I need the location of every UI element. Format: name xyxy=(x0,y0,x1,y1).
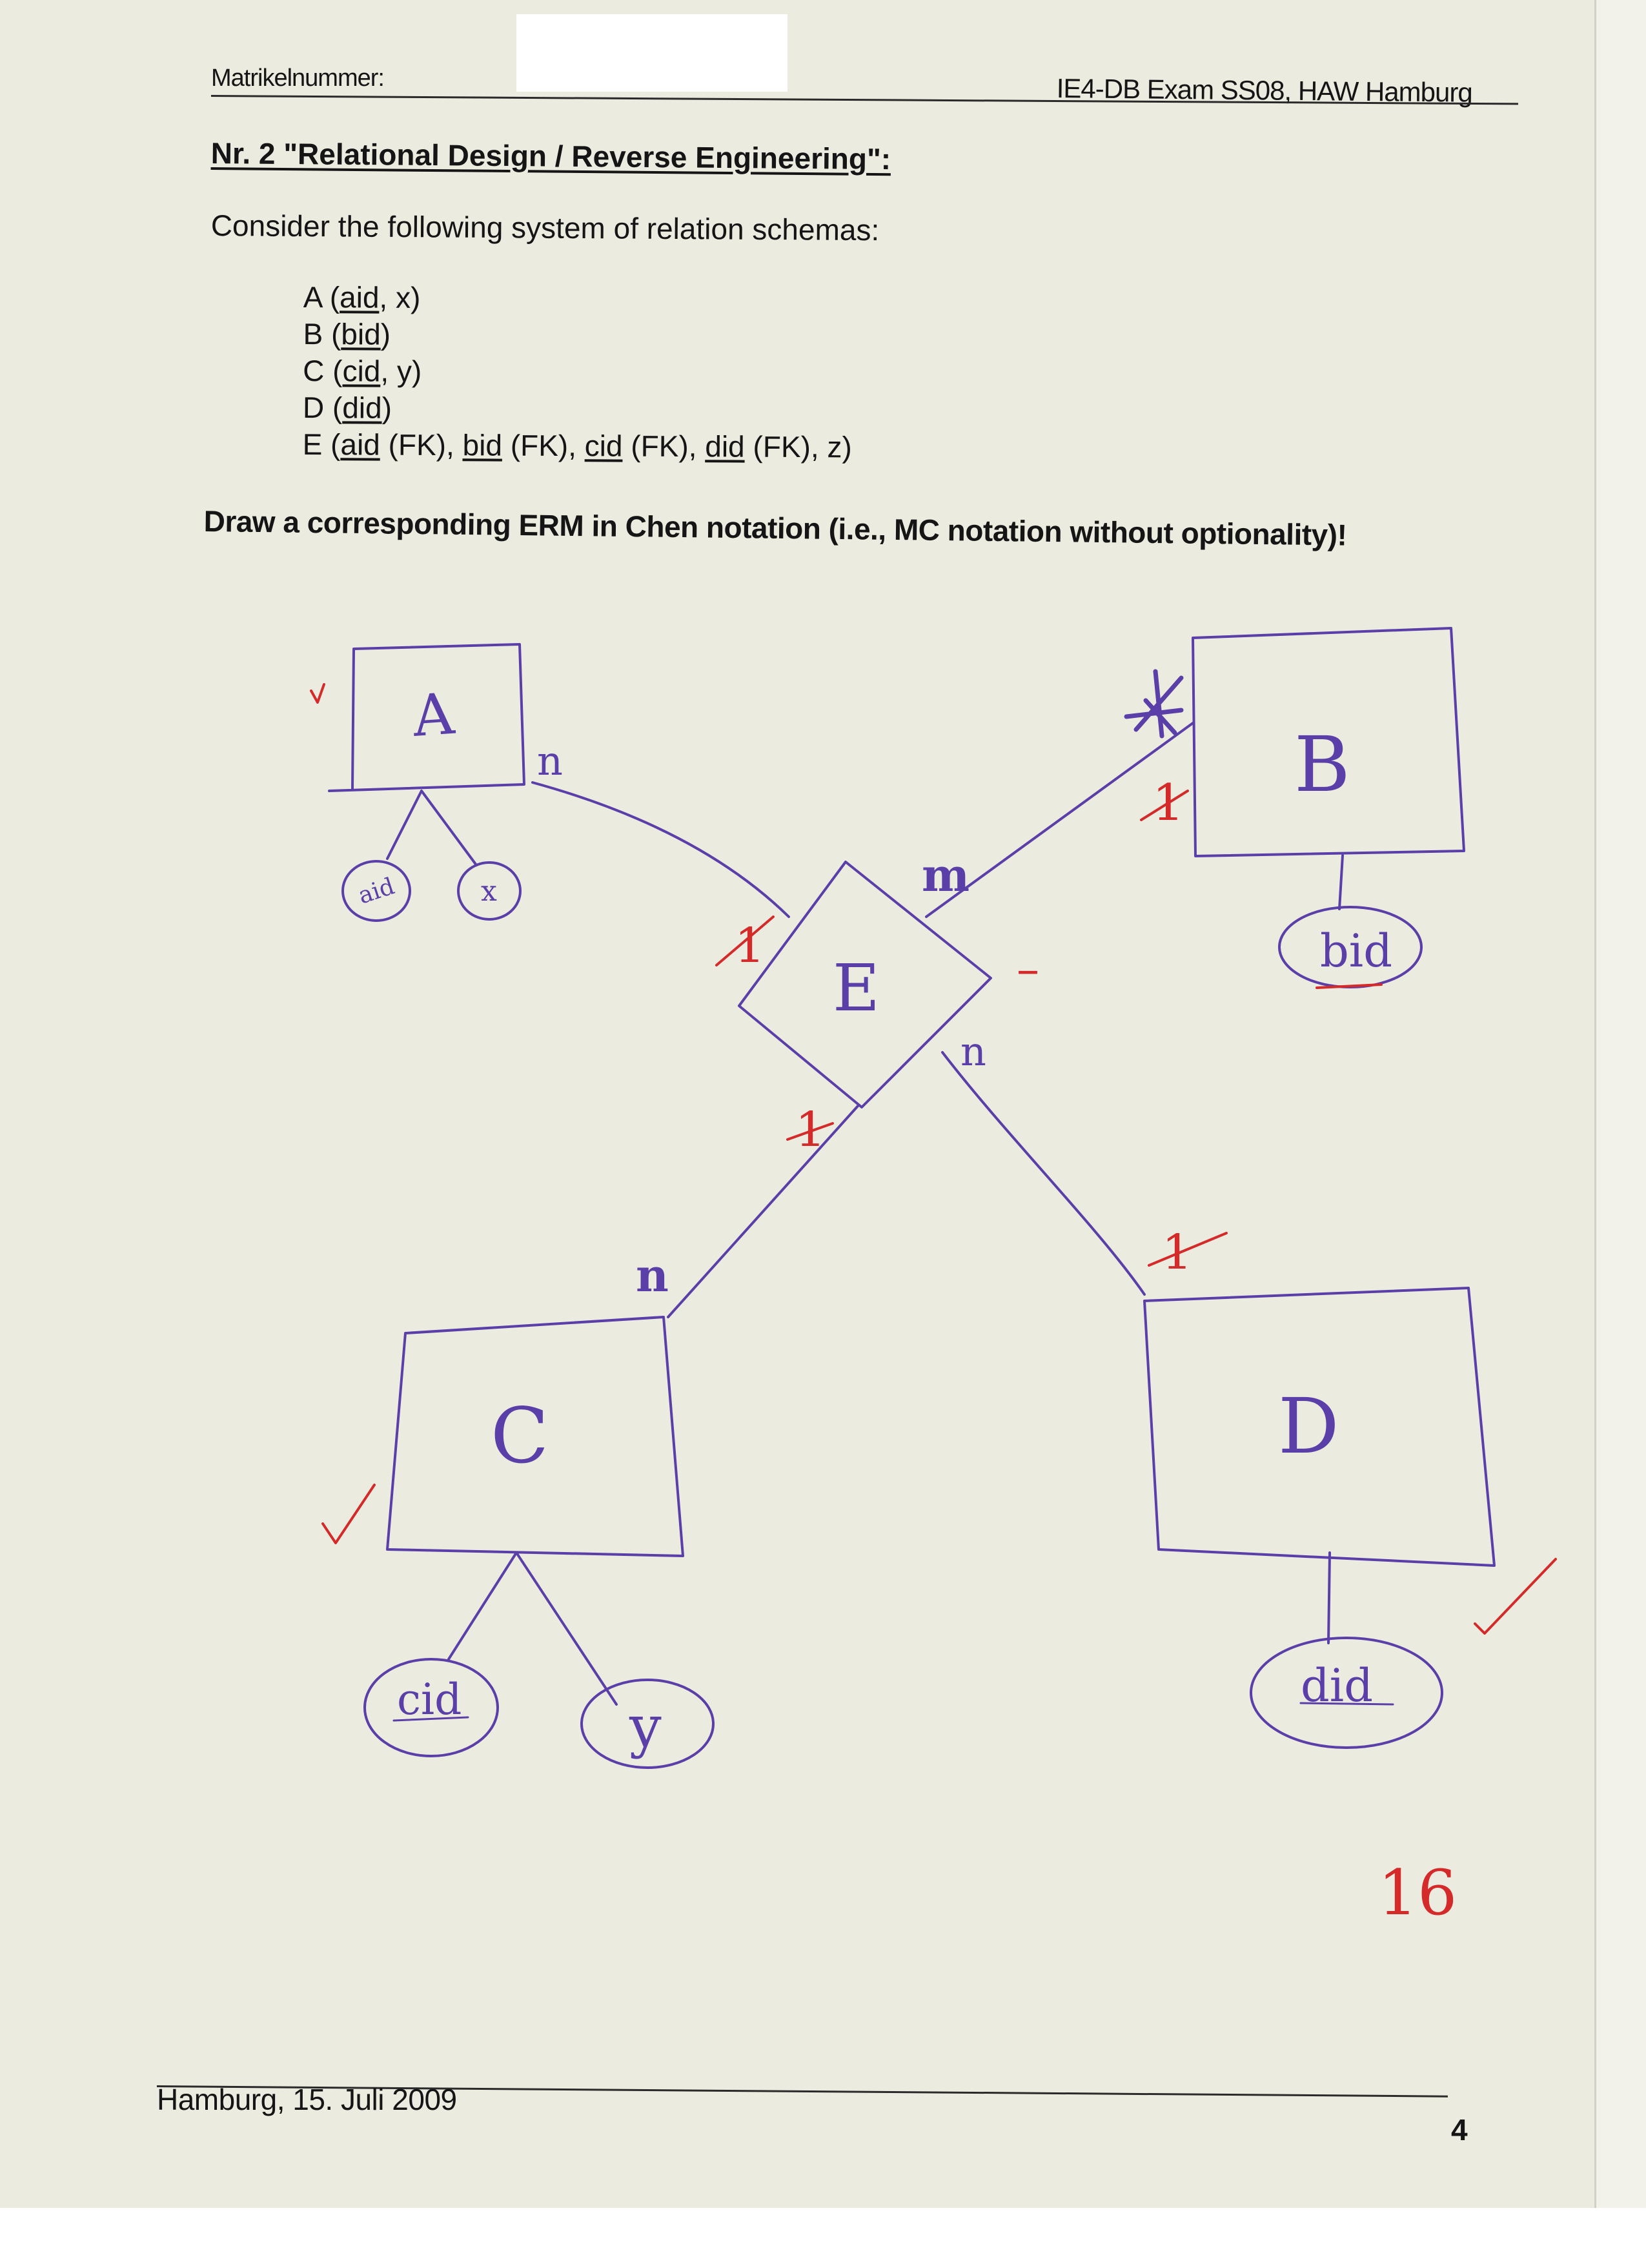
attribute-cid-oval xyxy=(363,1658,499,1757)
page-edge xyxy=(1596,0,1646,2268)
attribute-bid-label: bid xyxy=(1320,925,1392,977)
strike-mark-b xyxy=(1140,790,1189,821)
entity-d-label: D xyxy=(1278,1382,1339,1471)
correction-d: 1 xyxy=(1162,1225,1192,1280)
correction-dash: – xyxy=(1017,943,1039,996)
relationship-e-diamond xyxy=(738,861,992,1108)
scan-margin xyxy=(0,2208,1646,2268)
entity-d-attr-line xyxy=(1327,1551,1331,1644)
entity-c-attr-lines xyxy=(447,1551,618,1706)
check-mark-icon xyxy=(1474,1558,1557,1635)
entity-d-box xyxy=(1143,1287,1496,1567)
bid-key-underline-red xyxy=(1316,983,1383,989)
attribute-aid-oval xyxy=(341,860,411,922)
link-e-c xyxy=(667,1104,860,1318)
did-key-underline xyxy=(1299,1702,1394,1706)
page-number: 4 xyxy=(1451,2113,1468,2147)
attribute-cid-label: cid xyxy=(397,1675,462,1724)
attribute-y-oval xyxy=(580,1679,715,1769)
attribute-aid-label: aid xyxy=(355,873,398,909)
correction-c: 1 xyxy=(795,1102,826,1158)
link-e-d xyxy=(941,1051,1146,1296)
link-e-b xyxy=(925,722,1194,918)
entity-c-box xyxy=(386,1316,684,1557)
strike-mark-c xyxy=(786,1122,834,1141)
attribute-x-label: x xyxy=(481,875,497,908)
entity-a-label: A xyxy=(410,680,457,750)
link-a-e xyxy=(531,781,790,918)
entity-b-attr-line xyxy=(1338,854,1344,910)
scribble-mark xyxy=(1124,669,1184,739)
correction-b: 1 xyxy=(1152,774,1184,832)
entity-b-box xyxy=(1192,627,1465,857)
check-mark-icon xyxy=(310,683,325,704)
relationship-e-label: E xyxy=(833,950,880,1026)
entity-b-label: B xyxy=(1294,720,1350,809)
check-mark-icon xyxy=(321,1484,376,1544)
redacted-student-id xyxy=(516,14,787,92)
cardinality-c: n xyxy=(636,1249,669,1302)
cardinality-a: n xyxy=(537,737,563,784)
cid-key-underline xyxy=(392,1716,469,1722)
attribute-did-oval xyxy=(1250,1637,1443,1749)
entity-c-label: C xyxy=(491,1391,549,1480)
strike-mark-d xyxy=(1148,1232,1228,1267)
attribute-y-label: y xyxy=(629,1693,662,1760)
attribute-x-oval xyxy=(457,861,522,921)
cardinality-b: m xyxy=(922,848,970,902)
score: 16 xyxy=(1378,1857,1457,1929)
correction-a: 1 xyxy=(735,918,765,974)
footer-date: Hamburg, 15. Juli 2009 xyxy=(157,2083,457,2116)
page-fold-shadow xyxy=(1594,0,1596,2268)
entity-a-box xyxy=(328,643,525,792)
entity-a-attr-lines xyxy=(386,790,478,866)
cardinality-d: n xyxy=(960,1028,986,1075)
attribute-did-label: did xyxy=(1301,1659,1373,1712)
matrikel-label: Matrikelnummer: xyxy=(211,65,385,92)
strike-mark-a xyxy=(715,915,775,966)
